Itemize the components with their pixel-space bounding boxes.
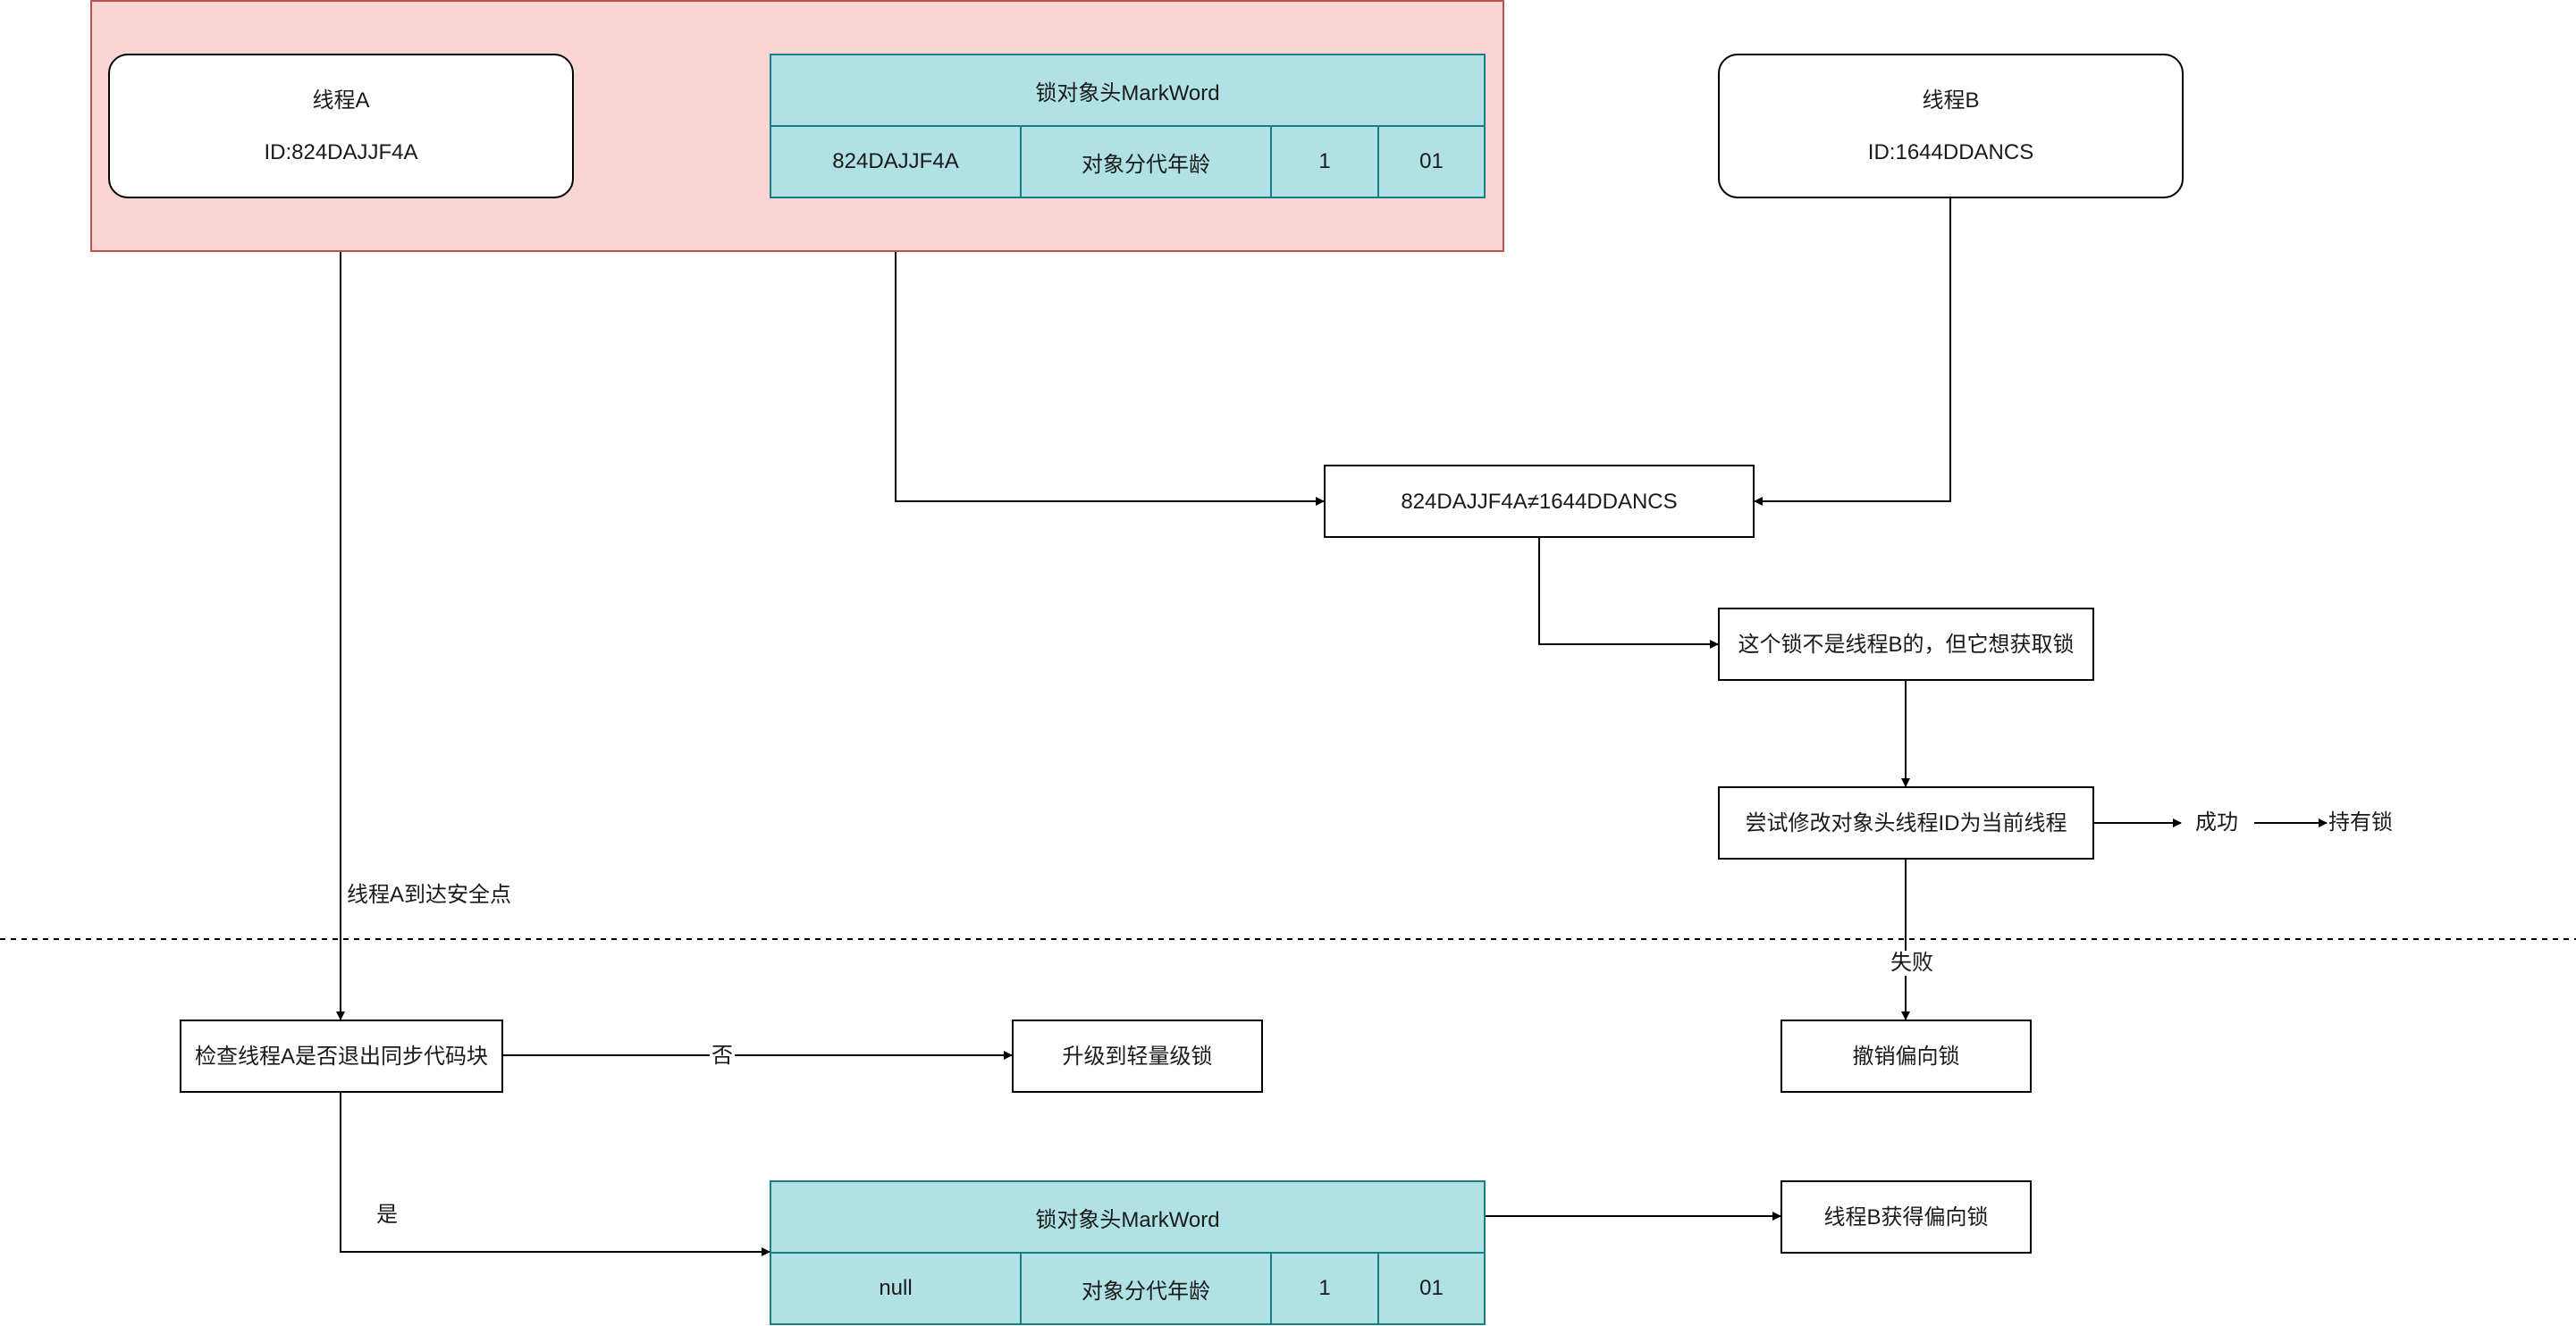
upgrade-lightweight-node[interactable]: 升级到轻量级锁 (1012, 1020, 1263, 1093)
try-modify-node[interactable]: 尝试修改对象头线程ID为当前线程 (1718, 786, 2094, 860)
compare-to-not-own-arrow (1538, 538, 1719, 649)
thread-a-id: ID:824DAJJF4A (264, 139, 418, 164)
thread-b-to-compare-arrow (1754, 198, 1951, 506)
yes-edge-label: 是 (376, 1203, 398, 1227)
not-own-lock-node[interactable]: 这个锁不是线程B的，但它想获取锁 (1718, 608, 2094, 681)
markword-top-biased-flag-cell: 1 (1270, 125, 1379, 198)
success-label: 成功 (2195, 810, 2238, 835)
thread-b-node[interactable]: 线程B ID:1644DDANCS (1718, 54, 2184, 198)
markword-bottom-age-cell: 对象分代年龄 (1020, 1252, 1272, 1325)
check-exit-to-markword-arrow (340, 1093, 770, 1256)
markword-bottom-title: 锁对象头MarkWord (770, 1180, 1486, 1254)
markword-bottom-thread-id-cell: null (770, 1252, 1022, 1325)
markword-top-lock-flag-cell: 01 (1377, 125, 1486, 198)
check-exit-node[interactable]: 检查线程A是否退出同步代码块 (180, 1020, 503, 1093)
markword-top-thread-id-cell: 824DAJJF4A (770, 125, 1022, 198)
markword-to-compare-arrow (895, 198, 1325, 506)
fail-edge-label: 失败 (1889, 951, 1935, 976)
thread-b-gets-bias-node[interactable]: 线程B获得偏向锁 (1780, 1180, 2032, 1254)
thread-b-name: 线程B (1922, 88, 1980, 113)
markword-bottom-lock-flag-cell: 01 (1377, 1252, 1486, 1325)
hold-lock-label: 持有锁 (2328, 810, 2393, 835)
markword-top-age-cell: 对象分代年龄 (1020, 125, 1272, 198)
thread-a-name: 线程A (312, 88, 370, 113)
thread-b-id: ID:1644DDANCS (1867, 139, 2034, 164)
markword-top-title: 锁对象头MarkWord (770, 54, 1486, 127)
revoke-bias-node[interactable]: 撤销偏向锁 (1780, 1020, 2032, 1093)
safepoint-edge-label: 线程A到达安全点 (347, 883, 512, 907)
no-edge-label: 否 (710, 1044, 735, 1069)
thread-a-node[interactable]: 线程A ID:824DAJJF4A (108, 54, 574, 198)
compare-node[interactable]: 824DAJJF4A≠1644DDANCS (1324, 465, 1755, 538)
markword-bottom-biased-flag-cell: 1 (1270, 1252, 1379, 1325)
